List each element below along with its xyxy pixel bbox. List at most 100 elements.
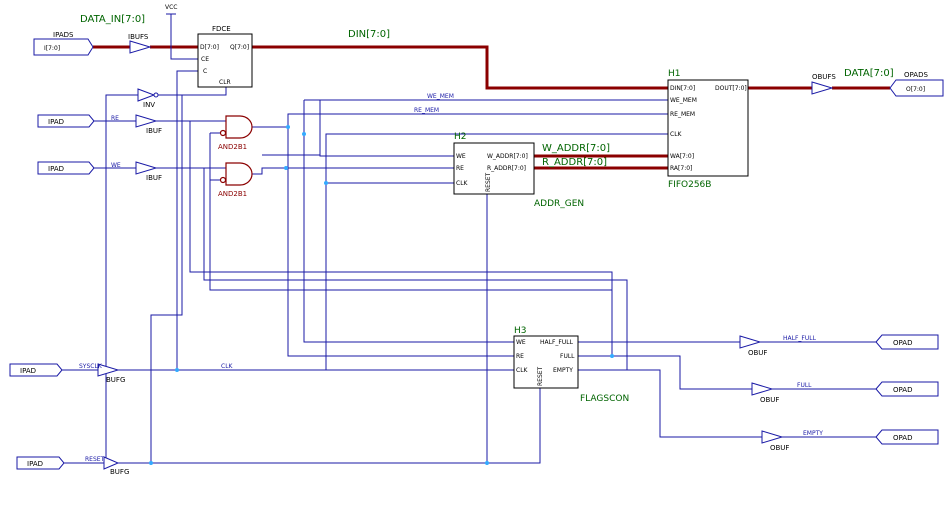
- opad-full-port[interactable]: OPAD: [875, 381, 939, 397]
- bus-din: [252, 45, 668, 90]
- flagscon-instance: H3: [514, 326, 527, 336]
- opads-pin-label: O[7:0]: [906, 86, 925, 93]
- addr-gen-type: ADDR_GEN: [534, 199, 584, 209]
- flagscon-pin-half-full: HALF_FULL: [540, 339, 574, 346]
- junction-dot: [175, 368, 179, 372]
- bufg-clk-buffer[interactable]: BUFG: [97, 363, 125, 384]
- ipads-pin-label: I[7:0]: [44, 45, 60, 52]
- ipad-label: IPAD: [48, 118, 64, 126]
- wire-re-mem: [252, 113, 668, 128]
- fifo-pin-din: DIN[7:0]: [670, 85, 695, 92]
- junction-dot: [149, 461, 153, 465]
- ibufs-label: IBUFS: [128, 33, 149, 41]
- opad-half-full-port[interactable]: OPAD: [875, 334, 939, 350]
- fifo-pin-clk: CLK: [670, 131, 683, 138]
- wire-vcc-ce: [170, 14, 198, 60]
- fifo-type: FIFO256B: [668, 180, 711, 190]
- ipads-label: IPADS: [53, 31, 74, 39]
- junctions: [149, 125, 614, 465]
- junction-dot: [286, 125, 290, 129]
- fdce-pin-clr: CLR: [219, 79, 231, 86]
- ibuf-re-buffer[interactable]: IBUF: [135, 114, 162, 135]
- wire-clk-to-fifo: [325, 133, 668, 183]
- wire-addr-we: [262, 154, 454, 157]
- fdce-pin-ce: CE: [201, 56, 209, 63]
- ipad-we-port[interactable]: IPAD: [37, 161, 95, 175]
- addr-gen-pin-we: WE: [456, 153, 466, 160]
- addr-gen-block[interactable]: H2 ADDR_GEN WE RE CLK W_ADDR[7:0] R_ADDR…: [453, 132, 584, 209]
- and2b1-label: AND2B1: [218, 143, 247, 151]
- net-label-empty: EMPTY: [803, 430, 823, 437]
- opad-label: OPAD: [893, 386, 912, 394]
- vcc-symbol: VCC: [165, 4, 177, 15]
- bus-wires: [93, 45, 890, 170]
- obuf-label: OBUF: [770, 444, 789, 452]
- wire-fdce-clk: [176, 70, 198, 370]
- addr-gen-pin-re: RE: [456, 165, 464, 172]
- obuf-half-full-buffer[interactable]: OBUF: [739, 335, 767, 357]
- fifo-instance: H1: [668, 69, 681, 79]
- obuf-label: OBUF: [760, 396, 779, 404]
- signal-wires: [62, 14, 876, 464]
- fdce-register[interactable]: FDCE D[7:0] Q[7:0] CE C CLR: [197, 25, 253, 88]
- obufs-label: OBUFS: [812, 73, 836, 81]
- net-label-data-in: DATA_IN[7:0]: [80, 14, 145, 25]
- flagscon-pin-reset: RESET: [537, 366, 544, 386]
- wire-full: [578, 355, 752, 390]
- fifo-pin-re-mem: RE_MEM: [670, 111, 695, 118]
- fifo-block[interactable]: H1 FIFO256B DIN[7:0] WE_MEM RE_MEM CLK W…: [667, 69, 749, 190]
- and2b1-gate-re[interactable]: AND2B1: [218, 115, 253, 151]
- net-label-r-addr: R_ADDR[7:0]: [542, 157, 607, 168]
- flagscon-type: FLAGSCON: [580, 394, 629, 404]
- junction-dot: [324, 181, 328, 185]
- net-label-din: DIN[7:0]: [348, 29, 390, 40]
- net-label-we-mem: WE_MEM: [427, 93, 454, 100]
- net-label-full: FULL: [797, 382, 812, 389]
- inv-gate[interactable]: INV: [137, 88, 159, 109]
- net-label-reset: RESET: [85, 456, 105, 463]
- ipad-re-port[interactable]: IPAD: [37, 114, 95, 128]
- ipads-data-port[interactable]: I[7:0] IPADS: [33, 31, 94, 56]
- addr-gen-pin-reset: RESET: [485, 172, 492, 192]
- net-label-clk: CLK: [221, 363, 234, 370]
- net-label-re-mem: RE_MEM: [414, 107, 439, 114]
- ipad-sysclk-port[interactable]: IPAD: [9, 363, 63, 377]
- fdce-pin-c: C: [203, 68, 207, 75]
- wire-reset: [118, 388, 541, 464]
- bufg-label: BUFG: [110, 468, 129, 476]
- flagscon-pin-we: WE: [516, 339, 526, 346]
- and2b1-gate-we[interactable]: AND2B1: [218, 162, 253, 198]
- wire-re-mem-to-flags: [287, 127, 514, 357]
- inv-label: INV: [143, 101, 155, 109]
- bufg-reset-buffer[interactable]: BUFG: [103, 456, 129, 476]
- net-label-w-addr: W_ADDR[7:0]: [542, 143, 610, 154]
- net-label-data-out: DATA[7:0]: [844, 68, 894, 79]
- opads-data-port[interactable]: O[7:0] OPADS: [889, 71, 944, 97]
- junction-dot: [284, 166, 288, 170]
- net-label-sysclk: SYSCLK: [79, 363, 103, 370]
- junction-dot: [485, 461, 489, 465]
- junction-dot: [610, 354, 614, 358]
- ipad-label: IPAD: [20, 367, 36, 375]
- obuf-full-buffer[interactable]: OBUF: [751, 382, 779, 404]
- fifo-pin-wa: WA[7:0]: [670, 153, 694, 160]
- flagscon-pin-full: FULL: [560, 353, 575, 360]
- opad-label: OPAD: [893, 434, 912, 442]
- fdce-label: FDCE: [212, 25, 231, 33]
- addr-gen-pin-w-addr: W_ADDR[7:0]: [487, 153, 528, 160]
- obufs-buffer[interactable]: OBUFS: [811, 73, 836, 95]
- fifo-pin-we-mem: WE_MEM: [670, 97, 697, 104]
- opads-label: OPADS: [904, 71, 928, 79]
- ibuf-label: IBUF: [146, 127, 162, 135]
- fifo-pin-dout: DOUT[7:0]: [715, 85, 747, 92]
- ipad-reset-port[interactable]: IPAD: [16, 456, 65, 470]
- bufg-label: BUFG: [106, 376, 125, 384]
- addr-gen-instance: H2: [454, 132, 467, 142]
- obuf-empty-buffer[interactable]: OBUF: [761, 430, 789, 452]
- ibuf-we-buffer[interactable]: IBUF: [135, 161, 162, 182]
- ibufs-buffer[interactable]: IBUFS: [128, 33, 152, 54]
- obuf-label: OBUF: [748, 349, 767, 357]
- opad-empty-port[interactable]: OPAD: [875, 429, 939, 445]
- wire-empty: [578, 369, 762, 438]
- flagscon-block[interactable]: H3 FLAGSCON WE RE CLK HALF_FULL FULL EMP…: [513, 326, 629, 404]
